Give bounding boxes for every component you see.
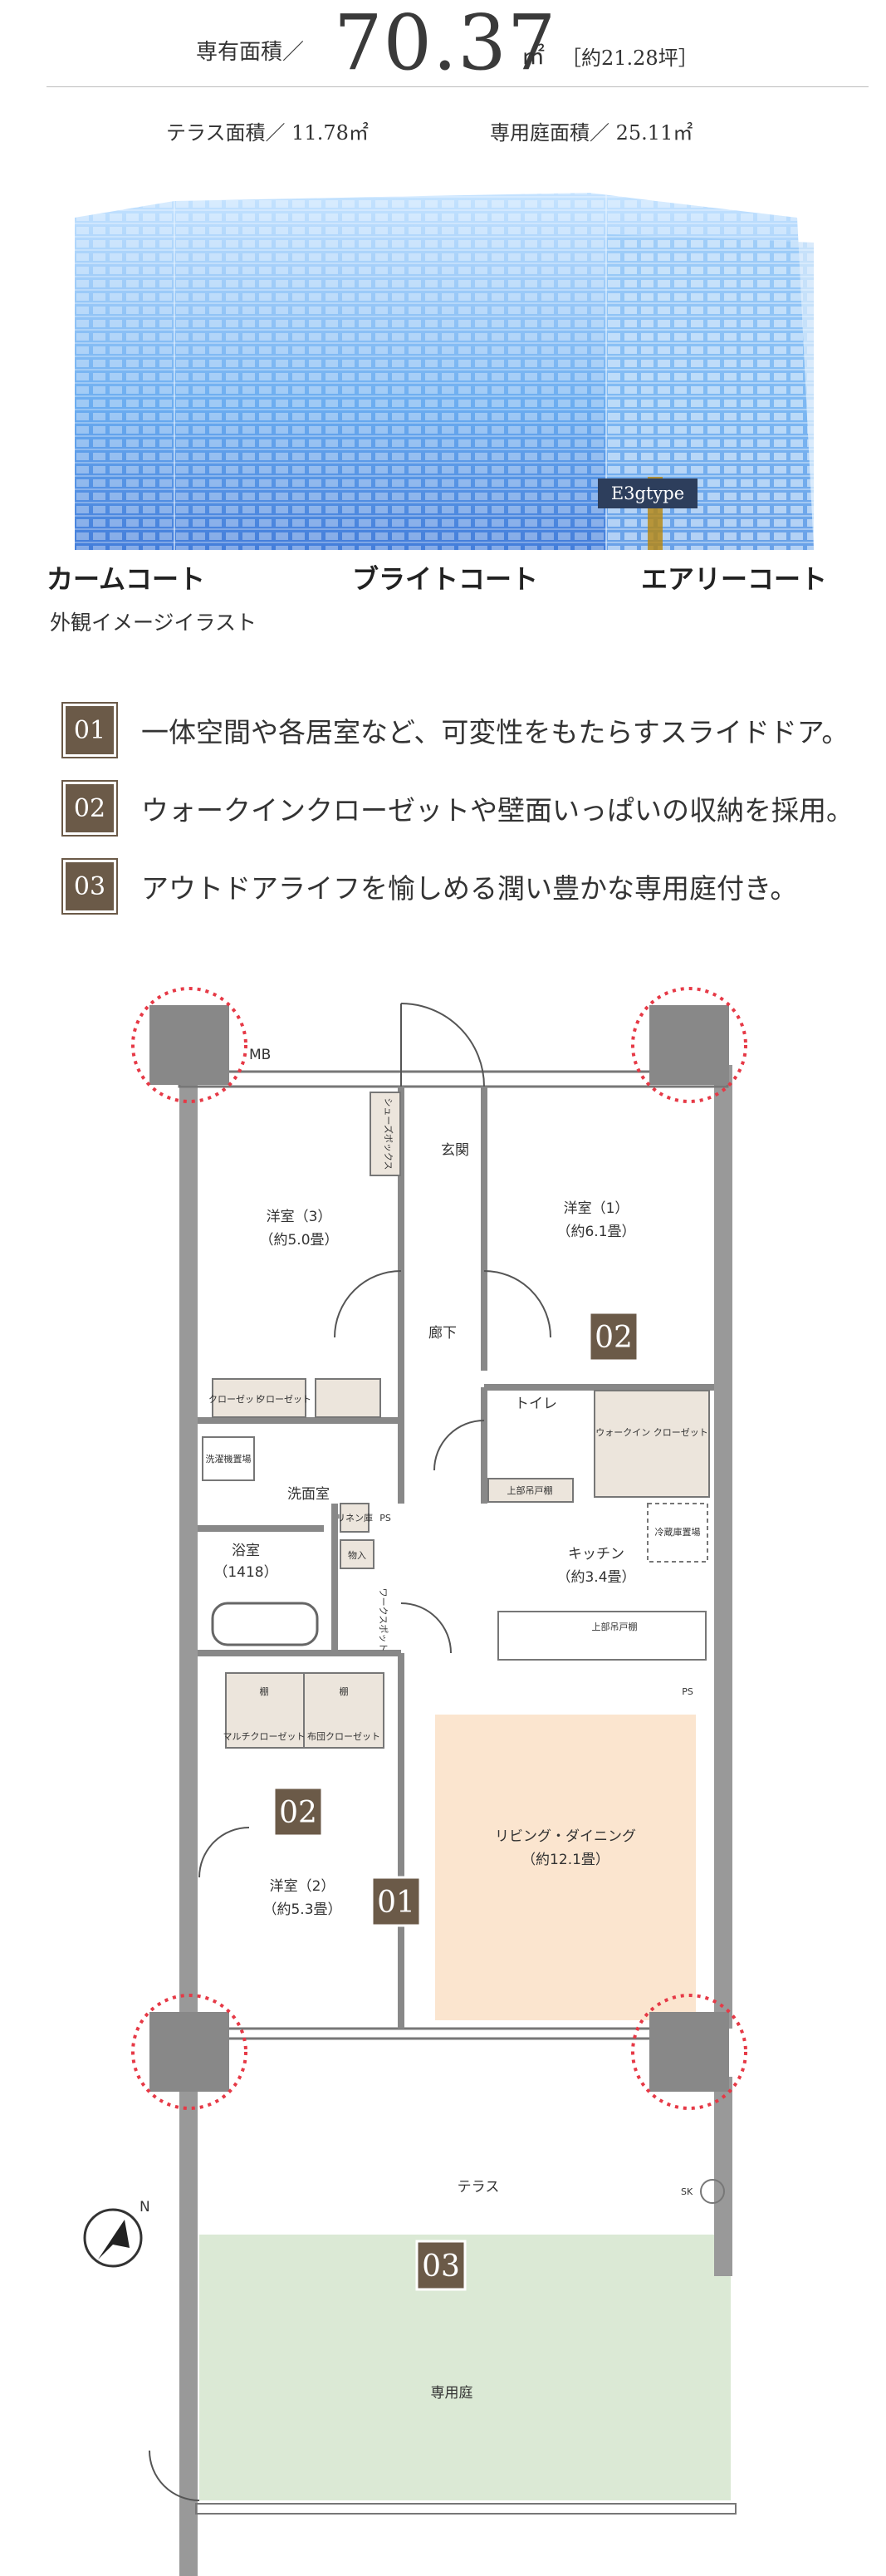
sk-fixture [700, 2179, 725, 2204]
washroom-label: 洗面室 [287, 1486, 330, 1503]
hall-label: 廊下 [428, 1325, 457, 1342]
north-label: N [140, 2199, 150, 2215]
pillar [149, 1005, 229, 1085]
area-tsubo: ［約21.28坪］ [561, 47, 698, 70]
area-header: 専有面積／ 70.37 ㎡ ［約21.28坪］ [0, 0, 886, 87]
area-label: 専有面積／ [196, 40, 305, 65]
garden-label: 専用庭 [431, 2385, 473, 2402]
wall-left [179, 1082, 198, 2576]
court-calm: カームコート [47, 563, 206, 595]
wic-label: ウォークイン クローゼット [595, 1427, 708, 1438]
svg-text:01: 01 [377, 1886, 415, 1920]
kitchen-size: （約3.4畳） [556, 1569, 635, 1586]
linen-label: リネン庫 [336, 1512, 373, 1524]
room3-label: 洋室（3） [267, 1209, 332, 1225]
work-spot-label: ワークスポット [378, 1588, 389, 1652]
feature-badge: 03 [63, 860, 116, 913]
pillar [649, 1005, 729, 1085]
futon-closet-label: 布団クローゼット [307, 1731, 380, 1742]
feature-badge: 02 [63, 782, 116, 835]
closet-label: クローゼット [257, 1394, 311, 1405]
garden-area: 専用庭面積／ 25.11㎡ [490, 121, 693, 145]
feature-text: 一体空間や各居室など、可変性をもたらすスライドドア。 [141, 716, 849, 748]
ps-label: PS [379, 1513, 391, 1524]
room1-size: （約6.1畳） [556, 1224, 635, 1240]
feature-text: ウォークインクローゼットや壁面いっぱいの収納を採用。 [141, 794, 854, 827]
svg-text:02: 02 [279, 1796, 317, 1830]
fridge-label: 冷蔵庫置場 [655, 1526, 701, 1538]
pillar [149, 2012, 229, 2092]
living-label: リビング・ダイニング [495, 1828, 636, 1845]
upper-cabinet-label: 上部吊戸棚 [592, 1621, 638, 1632]
wall-right-terrace [714, 2077, 732, 2276]
exterior-caption: 外観イメージイラスト [50, 611, 257, 635]
wall-top [178, 1070, 729, 1088]
court-bright: ブライトコート [352, 563, 539, 595]
area-unit: ㎡ [521, 42, 546, 70]
plan-badge: 03 [415, 2240, 467, 2291]
feature-item: 01 一体空間や各居室など、可変性をもたらすスライドドア。 [63, 704, 860, 757]
shelf-label: 棚 [340, 1685, 349, 1697]
court-airy: エアリーコート [641, 563, 828, 595]
feature-item: 02 ウォークインクローゼットや壁面いっぱいの収納を採用。 [63, 782, 860, 835]
living-area-fill [435, 1715, 696, 2020]
mb-label: MB [249, 1047, 271, 1063]
closet-label: クローゼット [208, 1394, 263, 1405]
multi-closet-label: マルチクローゼット [223, 1731, 306, 1742]
pillar-highlight [631, 987, 747, 1103]
area-value: 70.37 [334, 0, 557, 87]
wall-right [714, 1065, 732, 2029]
upper-shelf-label: 上部吊戸棚 [507, 1484, 553, 1496]
type-tag-text: E3gtype [611, 483, 684, 503]
garden-fence [195, 2503, 737, 2515]
floor-plan: シューズボックス 玄関 MB 洋室（3） （約5.0畳） 洋室（1） （約6.1… [83, 987, 747, 2576]
building-illustration: E3gtype [75, 193, 814, 550]
north-arrow-icon: N [83, 2199, 150, 2268]
pillar [649, 2012, 729, 2092]
pillar-highlight [131, 987, 247, 1103]
plan-badge: 02 [588, 1311, 639, 1362]
kitchen-label: キッチン [568, 1546, 624, 1563]
terrace-label: テラス [458, 2179, 500, 2196]
pillar-highlight [631, 1994, 747, 2110]
plan-badge: 01 [370, 1876, 422, 1927]
storage-label: 物入 [348, 1549, 366, 1561]
room3-size: （約5.0畳） [259, 1232, 338, 1249]
wall-sash [178, 2027, 729, 2040]
pillar-highlight [131, 1994, 247, 2110]
washer-label: 洗濯機置場 [206, 1453, 252, 1465]
bath-size: （1418） [213, 1564, 277, 1581]
room2-label: 洋室（2） [270, 1878, 335, 1895]
shoes-label: シューズボックス [383, 1097, 394, 1170]
entrance-label: 玄関 [441, 1142, 469, 1159]
feature-text: アウトドアライフを愉しめる潤い豊かな専用庭付き。 [141, 872, 798, 905]
header-divider [47, 86, 869, 87]
living-size: （約12.1畳） [521, 1852, 609, 1868]
svg-text:03: 03 [422, 2250, 460, 2284]
plan-badge: 02 [272, 1786, 324, 1838]
kitchen-counter [497, 1611, 707, 1661]
room1-label: 洋室（1） [564, 1200, 629, 1217]
bathtub [211, 1602, 319, 1646]
feature-badge: 01 [63, 704, 116, 757]
toilet-label: トイレ [515, 1396, 557, 1412]
type-tag: E3gtype [598, 478, 698, 508]
shelf-label: 棚 [260, 1685, 269, 1697]
feature-item: 03 アウトドアライフを愉しめる潤い豊かな専用庭付き。 [63, 860, 860, 913]
svg-text:02: 02 [595, 1321, 633, 1355]
room2-size: （約5.3畳） [262, 1901, 341, 1918]
ps2-label: PS [682, 1686, 693, 1697]
bath-label: 浴室 [232, 1543, 260, 1559]
terrace-area: テラス面積／ 11.78㎡ [166, 121, 369, 145]
sk-label: SK [681, 2186, 693, 2197]
